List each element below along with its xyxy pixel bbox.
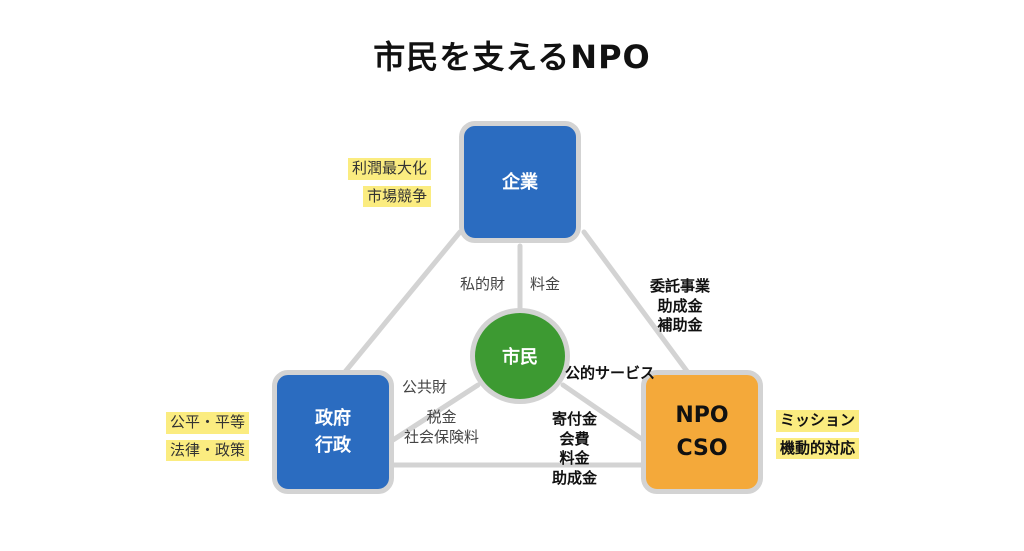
node-government-label-2: 行政 [315,435,351,456]
node-government: 政府 行政 [272,370,394,494]
line-company-npo [581,229,695,381]
npo-traits: ミッション 機動的対応 [776,410,860,465]
edge-label-funds-3: 料金 [559,449,590,467]
company-trait-2: 市場競争 [363,185,432,207]
government-traits: 公平・平等 法律・政策 [166,412,250,467]
government-trait-2: 法律・政策 [166,439,250,461]
node-citizen-label: 市民 [502,347,538,368]
edge-label-funds-2: 会費 [559,429,590,448]
node-company: 企業 [459,121,581,243]
edge-label-company-npo: 委託事業 助成金 補助金 [650,277,710,336]
edge-label-tax-1: 税金 [426,408,457,426]
node-company-label: 企業 [502,171,538,193]
npo-trait-1: ミッション [776,410,860,432]
line-citizen-gov [390,382,481,443]
node-citizen: 市民 [470,308,570,404]
node-npo-label-1: NPO [675,403,729,428]
edge-label-fee: 料金 [530,275,561,293]
line-citizen-npo [560,382,646,443]
node-npo: NPO CSO [641,370,763,494]
edge-label-private-goods: 私的財 [460,275,506,293]
edge-label-tax: 税金 社会保険料 [404,408,479,447]
edge-label-company-npo-1: 委託事業 [650,277,711,295]
node-government-label-1: 政府 [315,408,351,429]
edge-label-company-npo-3: 補助金 [657,316,703,334]
company-traits: 利潤最大化 市場競争 [348,158,432,213]
edge-label-funds-1: 寄付金 [552,410,598,428]
line-company-gov [337,229,463,381]
edge-label-tax-2: 社会保険料 [404,427,480,446]
government-trait-1: 公平・平等 [166,412,250,434]
diagram-title: 市民を支えるNPO [373,38,651,76]
edge-label-funds-4: 助成金 [552,468,598,487]
edge-label-public-goods: 公共財 [402,378,448,396]
edge-label-public-service: 公的サービス [565,364,656,382]
edge-label-company-npo-2: 助成金 [657,296,703,315]
npo-trait-2: 機動的対応 [776,437,860,459]
company-trait-1: 利潤最大化 [348,158,432,180]
edge-label-funds: 寄付金 会費 料金 助成金 [552,410,597,488]
node-npo-label-2: CSO [676,436,728,461]
